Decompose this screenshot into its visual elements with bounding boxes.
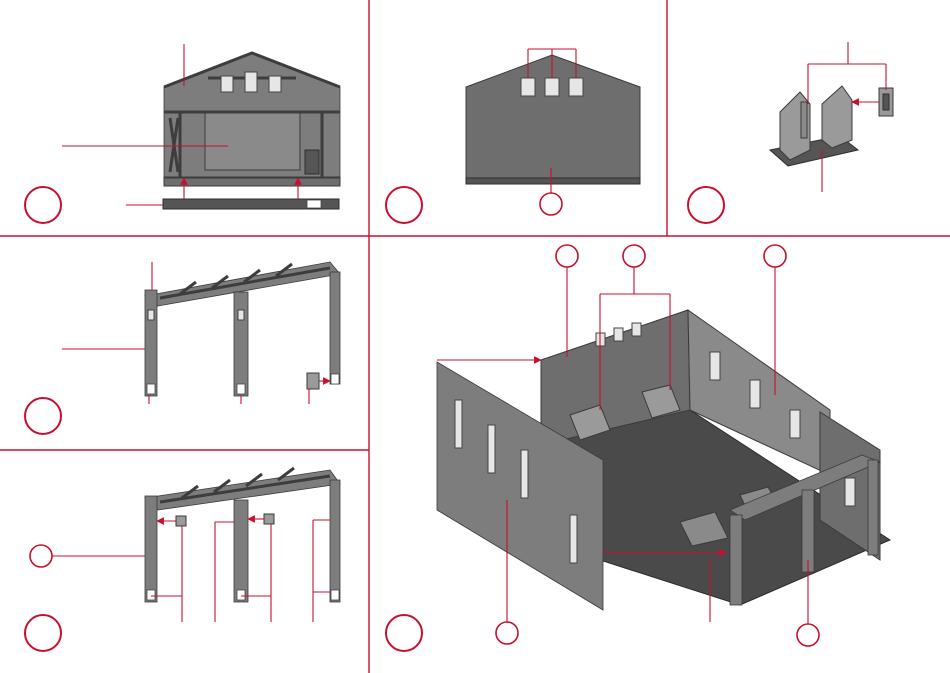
step-marker [386, 187, 422, 223]
panel-3 [688, 42, 893, 223]
part-callout [496, 622, 518, 644]
wall-base-strip [163, 199, 339, 209]
step-marker [25, 398, 61, 434]
panel-1 [25, 44, 340, 223]
panel-4 [25, 262, 340, 434]
part-callout [30, 545, 52, 567]
part-callout [540, 193, 562, 215]
step-marker [25, 615, 61, 651]
part-callout [623, 245, 645, 267]
step-marker [386, 615, 422, 651]
support-bracket [770, 86, 858, 166]
part-callout [797, 624, 819, 646]
frame-clip [307, 373, 319, 389]
step-marker [25, 187, 61, 223]
portal-frame-assembled [145, 468, 340, 602]
gable-end-wall [164, 53, 340, 186]
part-callout [556, 245, 578, 267]
part-callout [764, 245, 786, 267]
step-marker [688, 187, 724, 223]
panel-2 [386, 49, 640, 223]
bracket-clip [879, 88, 893, 116]
panel-5 [25, 468, 340, 651]
rear-gable-wall [466, 55, 640, 184]
panel-6 [386, 245, 890, 651]
